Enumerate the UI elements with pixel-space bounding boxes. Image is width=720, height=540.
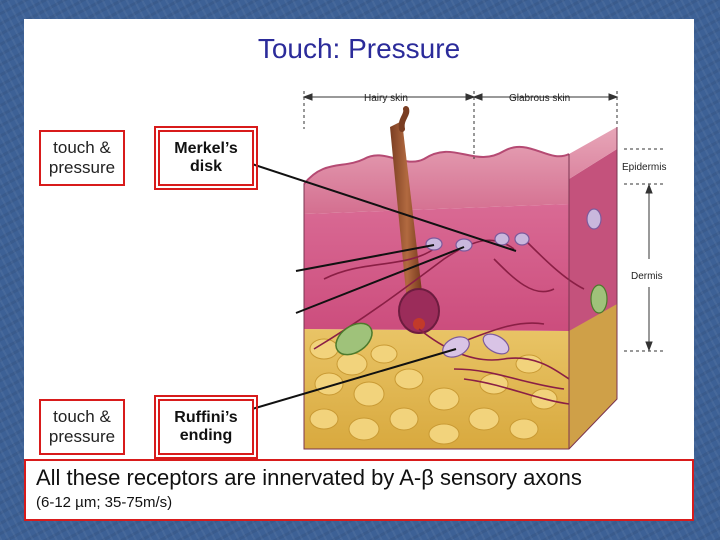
caption-main-text: All these receptors are innervated by A-… — [36, 465, 582, 490]
caption-box: All these receptors are innervated by A-… — [24, 459, 694, 521]
leader-lines — [251, 163, 517, 410]
skin-type-dimension-lines — [302, 91, 619, 159]
merkels-disk-label: Merkel’s disk — [154, 126, 258, 190]
ruffinis-ending-label: Ruffini’s ending — [154, 395, 258, 459]
hair-follicle — [398, 288, 440, 334]
merkel-disk-receptors — [425, 208, 602, 252]
bottom-function-label: touch & pressure — [39, 399, 125, 455]
slide: Touch: Pressure — [24, 19, 694, 521]
caption-sub-text: (6-12 µm; 35-75m/s) — [36, 494, 173, 511]
epidermis-layer — [304, 127, 617, 214]
hairy-skin-label: Hairy skin — [364, 93, 408, 104]
glabrous-skin-label: Glabrous skin — [509, 93, 570, 104]
dermis-label: Dermis — [631, 271, 663, 282]
pacinian-corpuscle — [335, 322, 373, 356]
top-function-label: touch & pressure — [39, 130, 125, 186]
epidermis-label: Epidermis — [622, 162, 666, 173]
layer-dimension-lines — [624, 148, 664, 352]
slide-title: Touch: Pressure — [257, 33, 461, 64]
skin-cross-section-diagram: Hairy skin Glabrous skin Epidermis Dermi… — [251, 91, 666, 450]
ruffini-ending-receptors — [442, 333, 510, 358]
fat-cells — [309, 338, 558, 445]
